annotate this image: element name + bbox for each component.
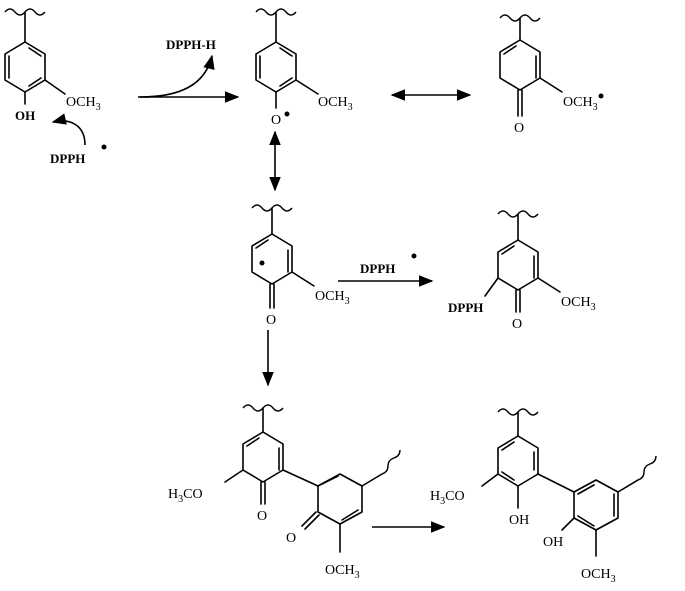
methoxy-label: OCH3 bbox=[561, 295, 596, 313]
methoxy-label: OCH3 bbox=[66, 95, 101, 113]
methoxy-label: H3CO bbox=[430, 489, 465, 507]
dpph-radical-label: DPPH bbox=[50, 151, 85, 166]
methoxy-label: H3CO bbox=[168, 487, 203, 505]
dpph-h-label: DPPH-H bbox=[166, 37, 216, 52]
diketone-dimer: H3CO O O OCH3 bbox=[168, 404, 401, 581]
methoxy-radical-label: OCH3 bbox=[563, 95, 598, 113]
biphenyl-diol: H3CO OH OH OCH3 bbox=[430, 408, 657, 585]
hydroxyl-label: OH bbox=[509, 513, 529, 528]
carbonyl-oxygen-label: O bbox=[514, 121, 524, 136]
resonance-quinone-form: OCH3 O bbox=[499, 14, 604, 136]
dpph-radical-attack: DPPH bbox=[50, 113, 107, 166]
dpph-adduct: OCH3 DPPH O bbox=[448, 210, 596, 332]
dpph-radical-label: DPPH bbox=[360, 261, 395, 276]
carbonyl-oxygen-label: O bbox=[266, 313, 276, 328]
hydroxyl-label: OH bbox=[15, 108, 35, 123]
dpph-substituent-label: DPPH bbox=[448, 300, 483, 315]
methoxy-label: OCH3 bbox=[315, 289, 350, 307]
carbonyl-oxygen-label: O bbox=[512, 317, 522, 332]
carbonyl-oxygen-label: O bbox=[286, 531, 296, 546]
phenoxy-radical: OCH3 O bbox=[255, 8, 353, 128]
oxygen-radical-label: O bbox=[271, 113, 281, 128]
methoxy-label: OCH3 bbox=[581, 567, 616, 585]
methoxy-label: OCH3 bbox=[325, 563, 360, 581]
carbonyl-oxygen-label: O bbox=[257, 509, 267, 524]
methoxy-label: OCH3 bbox=[318, 95, 353, 113]
dpph-coupling-arrow: DPPH bbox=[338, 253, 434, 287]
hydroxyl-label: OH bbox=[543, 535, 563, 550]
phenol-molecule: OCH3 OH bbox=[4, 8, 101, 123]
electron-arrow bbox=[51, 113, 86, 146]
carbon-radical: OCH3 O bbox=[251, 204, 350, 328]
hydrogen-abstraction-arrow: DPPH-H bbox=[138, 37, 240, 103]
